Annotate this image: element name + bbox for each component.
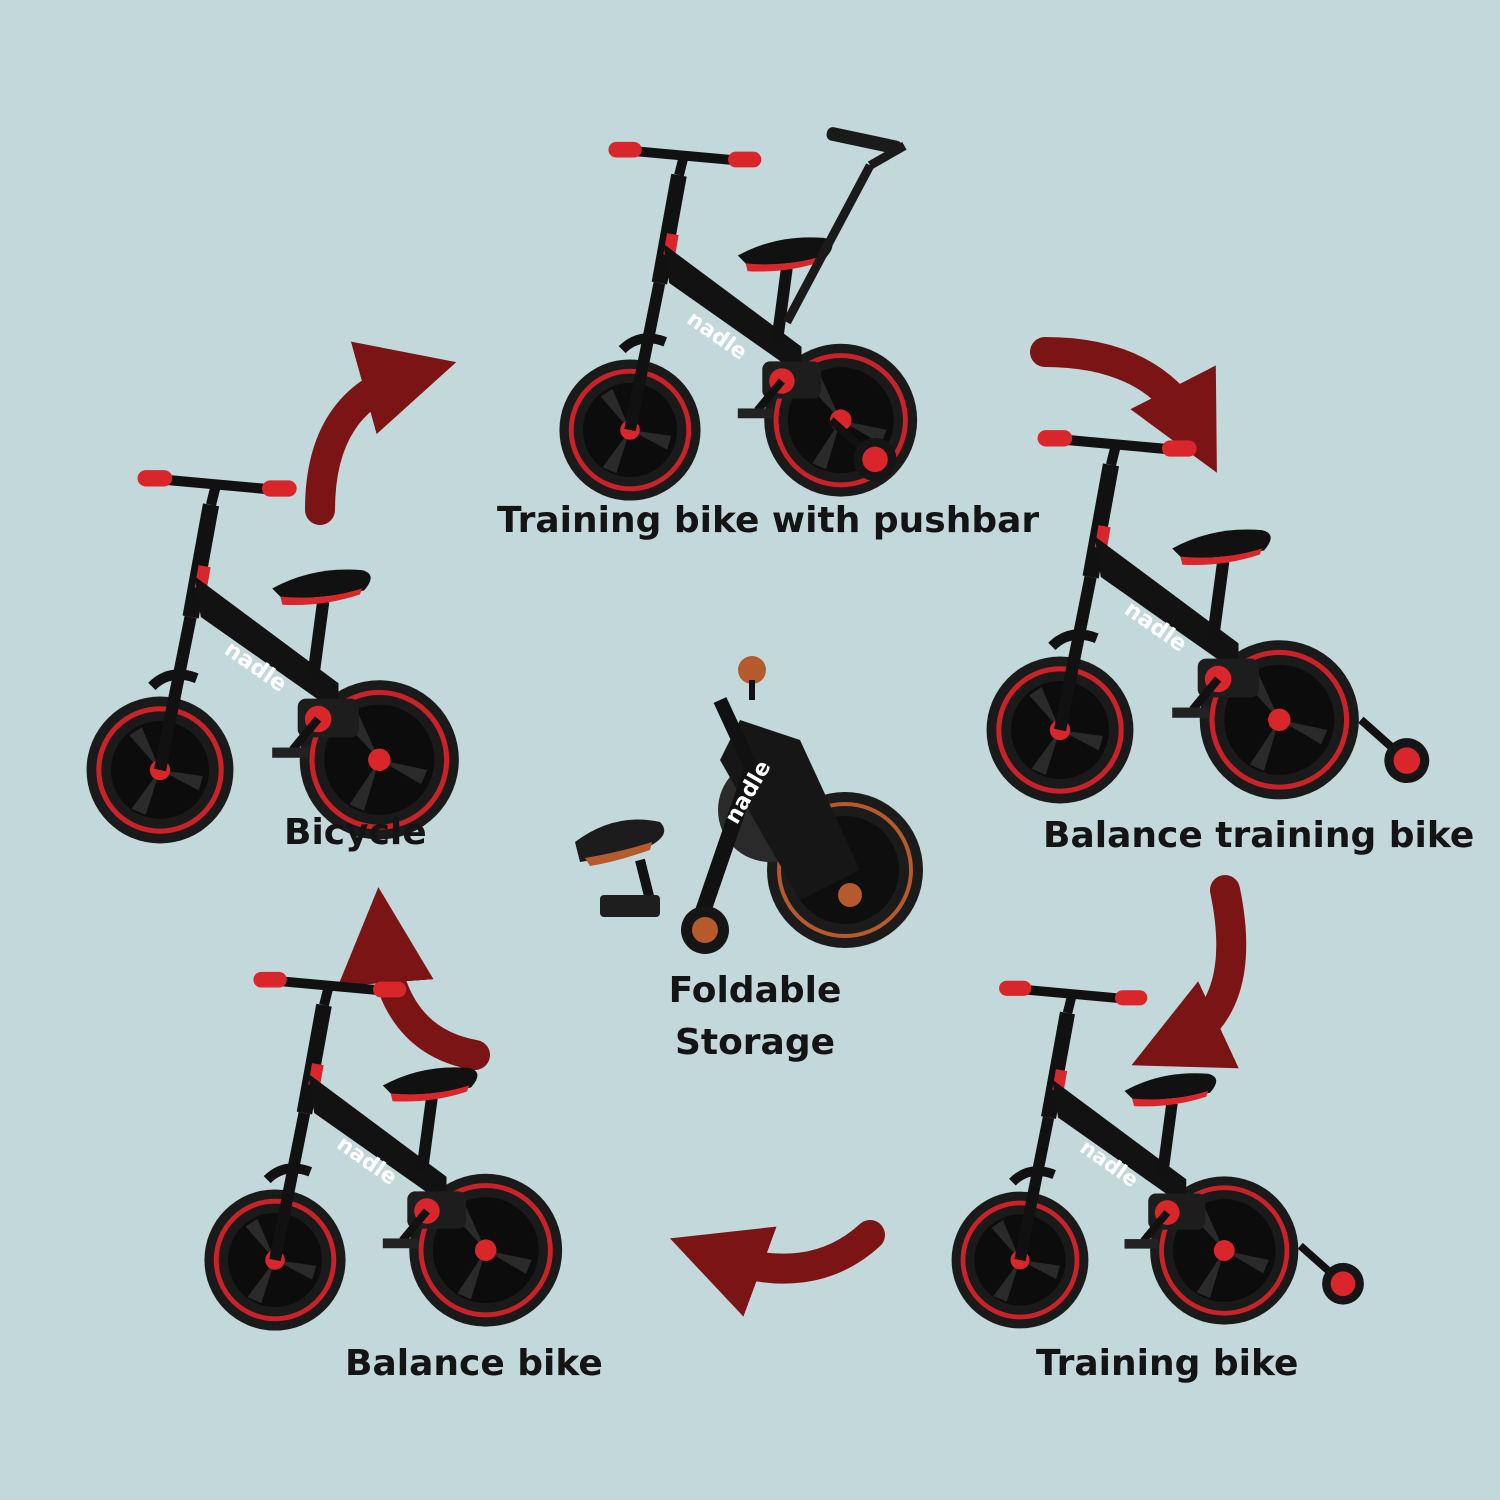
label-storage: Storage — [674, 1022, 836, 1064]
arrow-balance-training-to-training — [1131, 875, 1247, 1069]
arrow-balance-to-bicycle — [337, 887, 490, 1070]
bike-bicycle-image: nadle — [87, 470, 459, 843]
bike-pushbar-image: nadle — [559, 127, 917, 501]
bike-training-image: nadle — [952, 981, 1364, 1329]
arrow-pushbar-to-balance-training — [1030, 337, 1217, 473]
label-foldable: Foldable — [668, 970, 842, 1011]
arrow-bicycle-to-pushbar — [305, 341, 457, 525]
bike-balance-image: nadle — [204, 972, 562, 1331]
label-training: Training bike — [1036, 1343, 1299, 1384]
cycle-arrows — [305, 337, 1247, 1317]
arrow-training-to-balance — [669, 1220, 885, 1317]
label-balance-training: Balance training bike — [1043, 815, 1475, 856]
label-foldable-storage: Foldable Storage — [640, 965, 870, 1069]
bike-balance-training-image: nadle — [987, 430, 1430, 803]
label-balance: Balance bike — [345, 1343, 603, 1384]
label-bicycle: Bicycle — [284, 812, 427, 853]
label-pushbar: Training bike with pushbar — [497, 500, 1040, 541]
bike-folded-image: nadle — [575, 656, 923, 954]
